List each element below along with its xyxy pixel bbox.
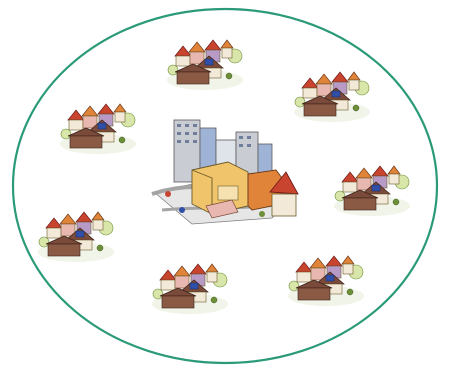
central-city <box>151 119 299 225</box>
